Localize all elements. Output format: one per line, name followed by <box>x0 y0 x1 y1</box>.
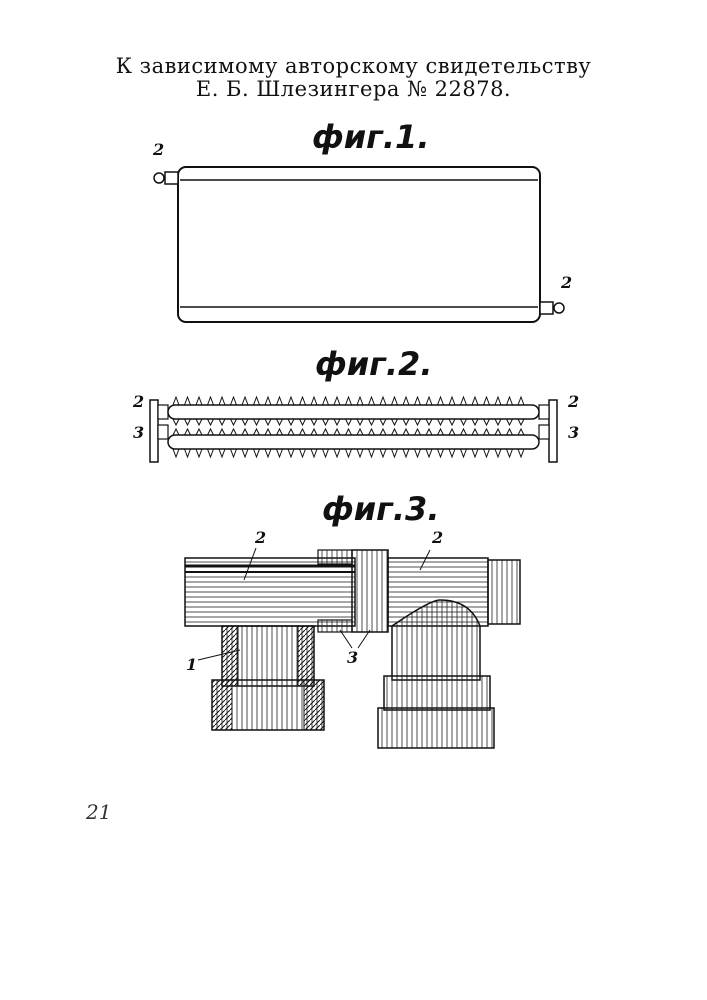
fig3-label-1: 1 <box>186 655 197 674</box>
fig3-label-2-right: 2 <box>432 528 443 547</box>
fig3-label-3: 3 <box>347 648 358 667</box>
fig3-label-2-left: 2 <box>255 528 266 547</box>
page-number: 21 <box>86 800 111 824</box>
